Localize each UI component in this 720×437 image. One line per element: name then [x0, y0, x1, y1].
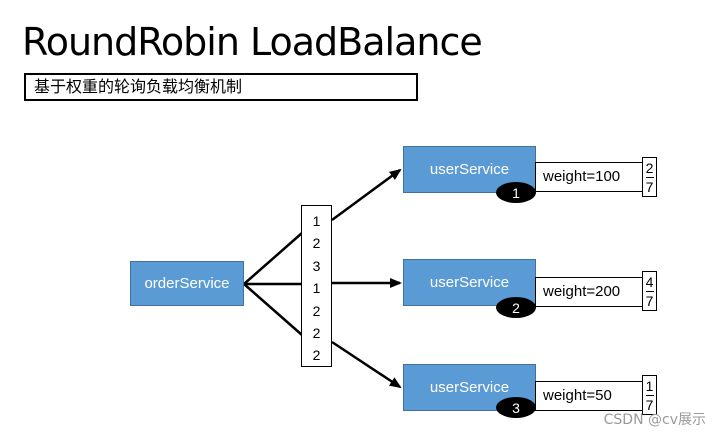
user-service-label: userService — [429, 161, 510, 178]
weight-fraction-3: 1 7 — [642, 375, 657, 415]
weight-fraction-2: 4 7 — [642, 271, 657, 311]
fraction-bar — [645, 394, 654, 396]
server-badge-3: 3 — [496, 397, 536, 418]
fraction-bar — [645, 176, 654, 178]
server-badge-1: 1 — [496, 182, 536, 203]
sequence-item: 2 — [312, 325, 321, 342]
weight-fraction-1: 2 7 — [642, 157, 657, 197]
fraction-numerator: 4 — [645, 273, 654, 290]
fraction-denominator: 7 — [645, 396, 654, 413]
sequence-item: 2 — [312, 302, 321, 319]
user-service-label: userService — [429, 274, 510, 291]
weight-label-1: weight=100 — [535, 162, 643, 192]
fan-line-top — [243, 232, 303, 285]
fraction-bar — [645, 290, 654, 292]
sequence-item: 2 — [312, 347, 321, 364]
weight-label-2: weight=200 — [535, 277, 643, 307]
sequence-item: 1 — [312, 280, 321, 297]
sequence-item: 3 — [312, 257, 321, 274]
round-robin-sequence: 1 2 3 1 2 2 2 — [301, 205, 332, 367]
fraction-numerator: 2 — [645, 159, 654, 176]
fan-line-bottom — [243, 283, 303, 336]
user-service-box-1: userService — [403, 146, 536, 193]
order-service-box: orderService — [130, 261, 244, 306]
fraction-denominator: 7 — [645, 292, 654, 309]
server-badge-2: 2 — [496, 297, 536, 318]
fraction-numerator: 1 — [645, 377, 654, 394]
fraction-denominator: 7 — [645, 178, 654, 195]
diagram-title: RoundRobin LoadBalance — [22, 20, 483, 64]
sequence-item: 1 — [312, 213, 321, 229]
arrow-to-service-3 — [331, 340, 402, 389]
sequence-item: 2 — [312, 235, 321, 252]
user-service-label: userService — [429, 379, 510, 396]
diagram-subtitle: 基于权重的轮询负载均衡机制 — [24, 73, 418, 101]
source-watermark: CSDN @cv展示 — [603, 412, 706, 428]
arrow-to-service-1 — [331, 168, 402, 222]
weight-label-3: weight=50 — [535, 381, 643, 411]
order-service-label: orderService — [144, 275, 230, 292]
